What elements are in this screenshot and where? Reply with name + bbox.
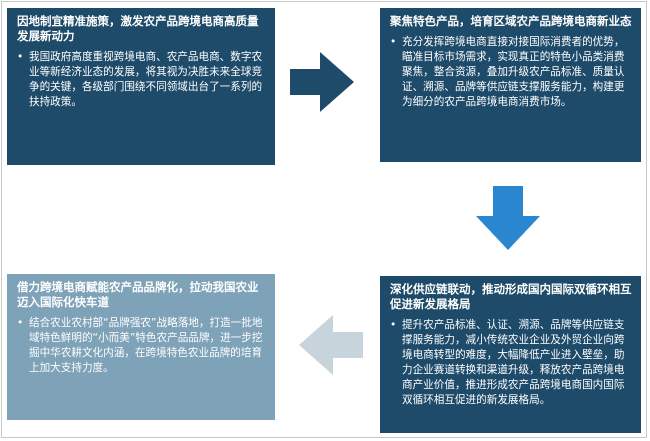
- step-box-policy: 因地制宜精准施策，激发农产品跨境电商高质量发展新动力 我国政府高度重视跨境电商、…: [7, 8, 275, 165]
- step-title: 借力跨境电商赋能农产品品牌化，拉动我国农业迈入国际化快车道: [17, 280, 259, 309]
- step-box-supply-chain: 深化供应链联动，推动形成国内国际双循环相互促进新发展格局 提升农产品标准、认证、…: [380, 276, 641, 433]
- step-title: 因地制宜精准施策，激发农产品跨境电商高质量发展新动力: [17, 14, 259, 43]
- step-title: 深化供应链联动，推动形成国内国际双循环相互促进新发展格局: [390, 282, 632, 311]
- left-arrow-icon: [299, 315, 363, 375]
- step-body: 充分发挥跨境电商直接对接国际消费者的优势，瞄准目标市场需求，实现真正的特色小品类…: [390, 35, 633, 110]
- right-arrow-icon: [290, 52, 354, 112]
- step-box-specialty-products: 聚焦特色产品，培育区域农产品跨境电商新业态 充分发挥跨境电商直接对接国际消费者的…: [380, 8, 641, 162]
- step-body: 提升农产品标准、认证、溯源、品牌等供应链支撑服务能力，减小传统农业企业及外贸企业…: [390, 318, 633, 408]
- step-body: 我国政府高度重视跨境电商、农产品电商、数字农业等新经济业态的发展，将其视为决胜未…: [17, 50, 267, 110]
- step-box-branding: 借力跨境电商赋能农产品品牌化，拉动我国农业迈入国际化快车道 结合农业农村部“品牌…: [7, 274, 275, 420]
- down-arrow-icon: [476, 186, 540, 250]
- step-title: 聚焦特色产品，培育区域农产品跨境电商新业态: [390, 14, 632, 28]
- step-body: 结合农业农村部“品牌强农”战略落地，打造一批地域特色鲜明的“小而美”特色农产品品…: [17, 316, 267, 376]
